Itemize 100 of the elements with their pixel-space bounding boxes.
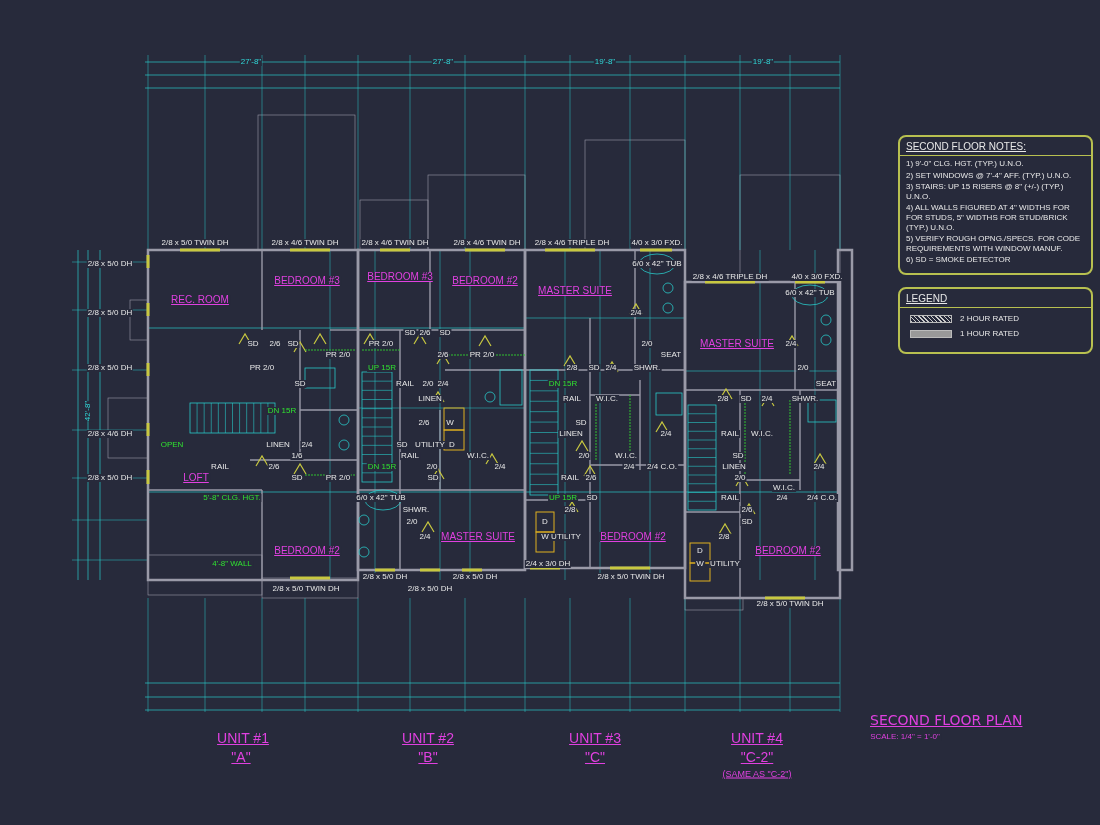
window-label: 2/8 x 5/0 DH xyxy=(86,474,134,482)
note-text: 5) VERIFY ROUGH OPNG./SPECS. FOR CODE REQUIREMENTS WITH WINDOW MANUF. xyxy=(906,234,1082,254)
plan-note: SEAT xyxy=(659,351,683,359)
plan-note: SD xyxy=(438,329,452,337)
plan-note: 2/0 xyxy=(577,452,591,460)
room-name: REC. ROOM xyxy=(170,295,230,305)
plan-note: SD xyxy=(293,380,307,388)
room-name: BEDROOM #3 xyxy=(366,272,434,282)
plan-note: W.I.C. xyxy=(772,484,796,492)
plan-note: 2/6 xyxy=(267,463,281,471)
window-label: 2/8 x 5/0 TWIN DH xyxy=(596,573,666,581)
window-label: 4/0 x 3/0 FXD. xyxy=(630,239,684,247)
panel-heading: LEGEND xyxy=(900,293,1091,308)
plan-note: UTILITY xyxy=(550,533,582,541)
note-text: 4) ALL WALLS FIGURED AT 4" WIDTHS FOR FOR STUDS, 5" WIDTHS FOR STUD/BRICK (TYP.) U.N.O. xyxy=(906,203,1071,233)
unit-title: UNIT #2 xyxy=(401,731,455,745)
plan-note: PR 2/0 xyxy=(468,351,496,359)
plan-note: 2/0 xyxy=(421,380,435,388)
plan-note: SD xyxy=(290,474,304,482)
plan-note: PR 2/0 xyxy=(324,474,352,482)
plan-note: UTILITY xyxy=(709,560,741,568)
room-name: BEDROOM #2 xyxy=(451,276,519,286)
window-label: 2/8 x 4/6 TWIN DH xyxy=(452,239,522,247)
plan-note: 2/6 xyxy=(418,329,432,337)
plan-note: DN 15R xyxy=(366,463,398,471)
plan-note: 2/0 xyxy=(425,463,439,471)
plan-note: 2/4 xyxy=(622,463,636,471)
dimension-text: 42'-8" xyxy=(83,400,93,422)
plan-note: 2/4 xyxy=(436,380,450,388)
plan-note: SD xyxy=(574,419,588,427)
window-label: 2/8 x 5/0 TWIN DH xyxy=(271,585,341,593)
plan-note: 6/0 x 42" TUB xyxy=(784,289,836,297)
plan-note: 2/4 xyxy=(760,395,774,403)
room-name: MASTER SUITE xyxy=(440,532,516,542)
plan-note: 2/0 xyxy=(733,474,747,482)
note-text: 6) SD = SMOKE DETECTOR xyxy=(906,255,1012,265)
plan-note: 2/0 xyxy=(405,518,419,526)
scale-note: SCALE: 1/4" = 1'-0" xyxy=(869,733,941,741)
plan-note: W.I.C. xyxy=(614,452,638,460)
plan-note: SHWR. xyxy=(401,506,431,514)
note-text: 3) STAIRS: UP 15 RISERS @ 8" (+/-) (TYP.) U.N.O. xyxy=(906,182,1065,202)
plan-note: 6/0 x 42" TUB xyxy=(355,494,407,502)
plan-note: SHWR. xyxy=(790,395,820,403)
plan-note: UP 15R xyxy=(548,494,578,502)
plan-note: 2/4 xyxy=(659,430,673,438)
panel-heading: SECOND FLOOR NOTES: xyxy=(900,141,1091,156)
note-text: 2) SET WINDOWS @ 7'-4" AFF. (TYP.) U.N.O. xyxy=(906,170,1073,181)
window-label: 2/4 x 3/0 DH xyxy=(524,560,572,568)
window-label: 2/8 x 5/0 DH xyxy=(451,573,499,581)
plan-note: RAIL xyxy=(720,430,740,438)
plan-note: SD xyxy=(739,395,753,403)
plan-note: 2/6 xyxy=(740,506,754,514)
unit-note: (SAME AS "C-2") xyxy=(721,769,793,779)
plan-note: 4'-8" WALL xyxy=(211,560,253,568)
dimension-text: 27'-8" xyxy=(239,58,263,66)
plan-note: W xyxy=(695,560,705,568)
plan-title: SECOND FLOOR PLAN xyxy=(870,712,1023,728)
plan-note: SD xyxy=(731,452,745,460)
plan-note: W.I.C. xyxy=(466,452,490,460)
plan-note: 2/6 xyxy=(417,419,431,427)
plan-note: 2/4 xyxy=(300,441,314,449)
legend-text: 1 HOUR RATED xyxy=(960,329,1019,338)
plan-note: 2/4 C.O. xyxy=(806,494,838,502)
plan-note: RAIL xyxy=(400,452,420,460)
plan-note: LINEN xyxy=(265,441,291,449)
plan-note: LINEN xyxy=(721,463,747,471)
window-label: 2/8 x 4/6 TRIPLE DH xyxy=(691,273,769,281)
plan-note: 2/0 xyxy=(640,340,654,348)
window-label: 2/8 x 4/6 TRIPLE DH xyxy=(533,239,611,247)
unit-title: "C" xyxy=(583,750,607,764)
plan-note: SHWR. xyxy=(632,364,662,372)
plan-note: 2/4 xyxy=(784,340,798,348)
window-label: 2/8 x 5/0 TWIN DH xyxy=(755,600,825,608)
plan-note: 1/6 xyxy=(290,452,304,460)
unit-title: "B" xyxy=(417,750,439,764)
plan-note: UP 15R xyxy=(367,364,397,372)
note-text: 1) 9'-0" CLG. HGT. (TYP.) U.N.O. xyxy=(906,159,1025,169)
dimension-text: 27'-8" xyxy=(431,58,455,66)
legend-panel xyxy=(898,287,1093,354)
room-name: MASTER SUITE xyxy=(699,339,775,349)
plan-note: LINEN xyxy=(417,395,443,403)
dimension-text: 19'-8" xyxy=(593,58,617,66)
plan-note: RAIL xyxy=(562,395,582,403)
room-name: LOFT xyxy=(182,473,210,483)
plan-note: 2/8 xyxy=(565,364,579,372)
plan-note: 2/8 xyxy=(717,533,731,541)
room-name: MASTER SUITE xyxy=(537,286,613,296)
plan-note: D xyxy=(448,441,456,449)
plan-note: RAIL xyxy=(210,463,230,471)
plan-note: 2/0 xyxy=(796,364,810,372)
plan-note: UTILITY xyxy=(414,441,446,449)
plan-note: DN 15R xyxy=(266,407,298,415)
room-name: BEDROOM #2 xyxy=(273,546,341,556)
plan-note: W.I.C. xyxy=(750,430,774,438)
window-label: 4/0 x 3/0 FXD. xyxy=(790,273,844,281)
plan-note: OPEN xyxy=(159,441,185,449)
plan-note: W xyxy=(445,419,455,427)
plan-note: PR 2/0 xyxy=(367,340,395,348)
window-label: 2/8 x 5/0 DH xyxy=(361,573,409,581)
plan-note: 2/4 xyxy=(629,309,643,317)
